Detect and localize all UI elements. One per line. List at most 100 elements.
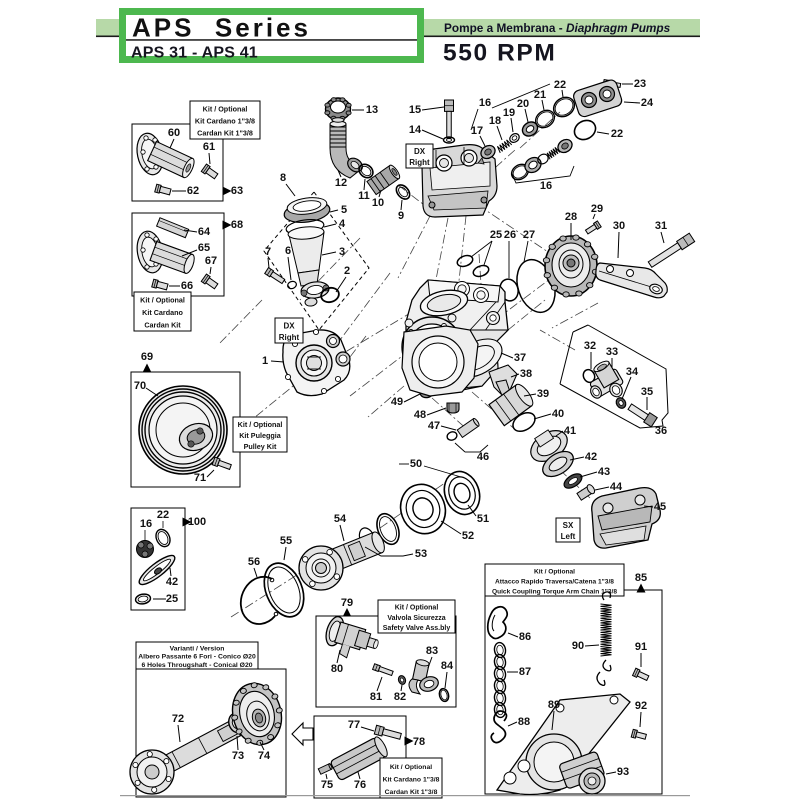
svg-text:14: 14 <box>409 124 422 136</box>
svg-text:Left: Left <box>561 532 576 541</box>
svg-text:42: 42 <box>585 451 597 463</box>
svg-text:67: 67 <box>205 255 217 267</box>
svg-text:81: 81 <box>370 691 382 703</box>
svg-text:27: 27 <box>523 229 535 241</box>
svg-text:36: 36 <box>655 425 667 437</box>
svg-text:75: 75 <box>321 779 333 791</box>
svg-text:82: 82 <box>394 691 406 703</box>
svg-text:35: 35 <box>641 386 653 398</box>
svg-text:12: 12 <box>335 177 347 189</box>
svg-text:22: 22 <box>611 128 623 140</box>
svg-text:41: 41 <box>564 425 576 437</box>
svg-text:Pulley Kit: Pulley Kit <box>244 442 277 451</box>
svg-text:16: 16 <box>540 180 552 192</box>
svg-text:86: 86 <box>519 631 531 643</box>
svg-text:45: 45 <box>654 501 666 513</box>
svg-text:Cardan Kit 1"3/8: Cardan Kit 1"3/8 <box>197 129 253 138</box>
svg-text:26: 26 <box>504 229 516 241</box>
svg-text:Cardan Kit 1"3/8: Cardan Kit 1"3/8 <box>385 789 438 796</box>
svg-text:6: 6 <box>285 245 291 257</box>
svg-text:550 RPM: 550 RPM <box>443 40 556 67</box>
svg-text:Kit Puleggia: Kit Puleggia <box>239 431 282 440</box>
svg-text:Kit Cardano 1"3/8: Kit Cardano 1"3/8 <box>383 776 440 783</box>
svg-text:48: 48 <box>414 409 426 421</box>
svg-text:2: 2 <box>344 265 350 277</box>
svg-text:32: 32 <box>584 340 596 352</box>
svg-text:46: 46 <box>477 451 489 463</box>
svg-text:55: 55 <box>280 535 292 547</box>
svg-text:19: 19 <box>503 107 515 119</box>
svg-text:37: 37 <box>514 352 526 364</box>
svg-text:91: 91 <box>635 641 647 653</box>
svg-text:34: 34 <box>626 366 639 378</box>
svg-text:Varianti / Version: Varianti / Version <box>170 645 225 652</box>
svg-text:Cardan Kit: Cardan Kit <box>144 320 181 329</box>
svg-text:9: 9 <box>398 210 404 222</box>
svg-text:89: 89 <box>548 699 560 711</box>
svg-text:Kit / Optional: Kit / Optional <box>534 568 575 575</box>
svg-text:6 Holes Througshaft - Conical: 6 Holes Througshaft - Conical Ø20 <box>141 662 252 669</box>
svg-text:APS Series: APS Series <box>132 13 311 43</box>
svg-text:Right: Right <box>279 333 300 342</box>
svg-text:16: 16 <box>140 518 152 530</box>
svg-text:63: 63 <box>231 185 243 197</box>
svg-text:24: 24 <box>641 97 654 109</box>
svg-text:25: 25 <box>166 593 178 605</box>
svg-text:64: 64 <box>198 226 211 238</box>
svg-text:Kit / Optional: Kit / Optional <box>140 296 185 305</box>
svg-text:40: 40 <box>552 408 564 420</box>
svg-text:Kit Cardano: Kit Cardano <box>142 308 183 317</box>
svg-text:4: 4 <box>339 218 346 230</box>
svg-text:3: 3 <box>339 246 345 258</box>
svg-text:Safety Valve Ass.bly: Safety Valve Ass.bly <box>383 625 451 632</box>
svg-text:Kit / Optional: Kit / Optional <box>238 420 283 429</box>
svg-text:APS 31 - APS 41: APS 31 - APS 41 <box>131 45 258 62</box>
svg-text:1: 1 <box>262 355 268 367</box>
svg-text:69: 69 <box>141 351 153 363</box>
svg-text:44: 44 <box>610 481 623 493</box>
svg-text:47: 47 <box>428 420 440 432</box>
svg-text:56: 56 <box>248 556 260 568</box>
svg-text:11: 11 <box>358 190 370 202</box>
svg-text:Kit Cardano 1"3/8: Kit Cardano 1"3/8 <box>195 117 255 126</box>
svg-text:72: 72 <box>172 713 184 725</box>
svg-text:60: 60 <box>168 127 180 139</box>
svg-text:29: 29 <box>591 203 603 215</box>
svg-text:70: 70 <box>134 380 146 392</box>
svg-text:Right: Right <box>409 158 430 167</box>
svg-text:79: 79 <box>341 597 353 609</box>
svg-text:100: 100 <box>188 516 206 528</box>
svg-text:Valvola Sicurezza: Valvola Sicurezza <box>387 615 445 622</box>
svg-text:83: 83 <box>426 645 438 657</box>
svg-text:87: 87 <box>519 666 531 678</box>
svg-text:17: 17 <box>471 125 483 137</box>
svg-text:52: 52 <box>462 530 474 542</box>
svg-text:80: 80 <box>331 663 343 675</box>
svg-text:71: 71 <box>194 472 206 484</box>
svg-text:30: 30 <box>613 220 625 232</box>
svg-text:65: 65 <box>198 242 210 254</box>
svg-text:20: 20 <box>517 98 529 110</box>
svg-text:SX: SX <box>563 521 574 530</box>
svg-text:92: 92 <box>635 700 647 712</box>
svg-text:25: 25 <box>490 229 502 241</box>
svg-text:85: 85 <box>635 572 647 584</box>
svg-text:61: 61 <box>203 141 215 153</box>
svg-text:49: 49 <box>391 396 403 408</box>
svg-text:DX: DX <box>283 321 295 330</box>
svg-text:8: 8 <box>280 172 286 184</box>
svg-text:51: 51 <box>477 513 489 525</box>
svg-text:54: 54 <box>334 513 347 525</box>
svg-text:90: 90 <box>572 640 584 652</box>
svg-text:66: 66 <box>181 280 193 292</box>
svg-text:18: 18 <box>489 115 501 127</box>
svg-text:Kit / Optional: Kit / Optional <box>390 764 432 771</box>
svg-text:22: 22 <box>554 79 566 91</box>
svg-text:73: 73 <box>232 750 244 762</box>
svg-text:7: 7 <box>265 246 271 258</box>
svg-text:88: 88 <box>518 716 530 728</box>
svg-text:53: 53 <box>415 548 427 560</box>
svg-text:33: 33 <box>606 346 618 358</box>
svg-text:76: 76 <box>354 779 366 791</box>
svg-text:13: 13 <box>366 104 378 116</box>
